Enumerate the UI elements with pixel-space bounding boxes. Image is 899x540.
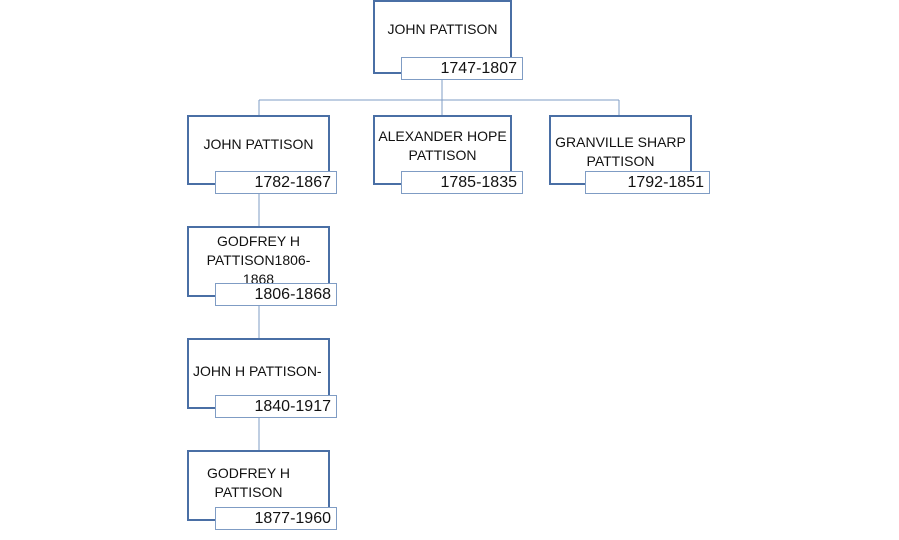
- node-john-h-name: JOHN H PATTISON-: [193, 363, 322, 379]
- node-godfrey-1806-name: GODFREY H PATTISON1806-1868: [206, 233, 311, 287]
- node-godfrey-1877-name: GODFREY H PATTISON: [207, 465, 290, 500]
- node-alexander-dates: 1785-1835: [401, 171, 523, 194]
- node-godfrey-1877-dates: 1877-1960: [215, 507, 337, 530]
- node-granville-dates: 1792-1851: [585, 171, 710, 194]
- node-john-1782-dates: 1782-1867: [215, 171, 337, 194]
- node-root-dates: 1747-1807: [401, 57, 523, 80]
- node-alexander-name: ALEXANDER HOPE PATTISON: [378, 128, 507, 163]
- node-root-name: JOHN PATTISON: [387, 21, 498, 37]
- node-godfrey-1806-dates: 1806-1868: [215, 283, 337, 306]
- node-john-1782-name: JOHN PATTISON: [203, 136, 314, 152]
- node-granville-name: GRANVILLE SHARP PATTISON: [555, 134, 686, 169]
- node-john-h-dates: 1840-1917: [215, 395, 337, 418]
